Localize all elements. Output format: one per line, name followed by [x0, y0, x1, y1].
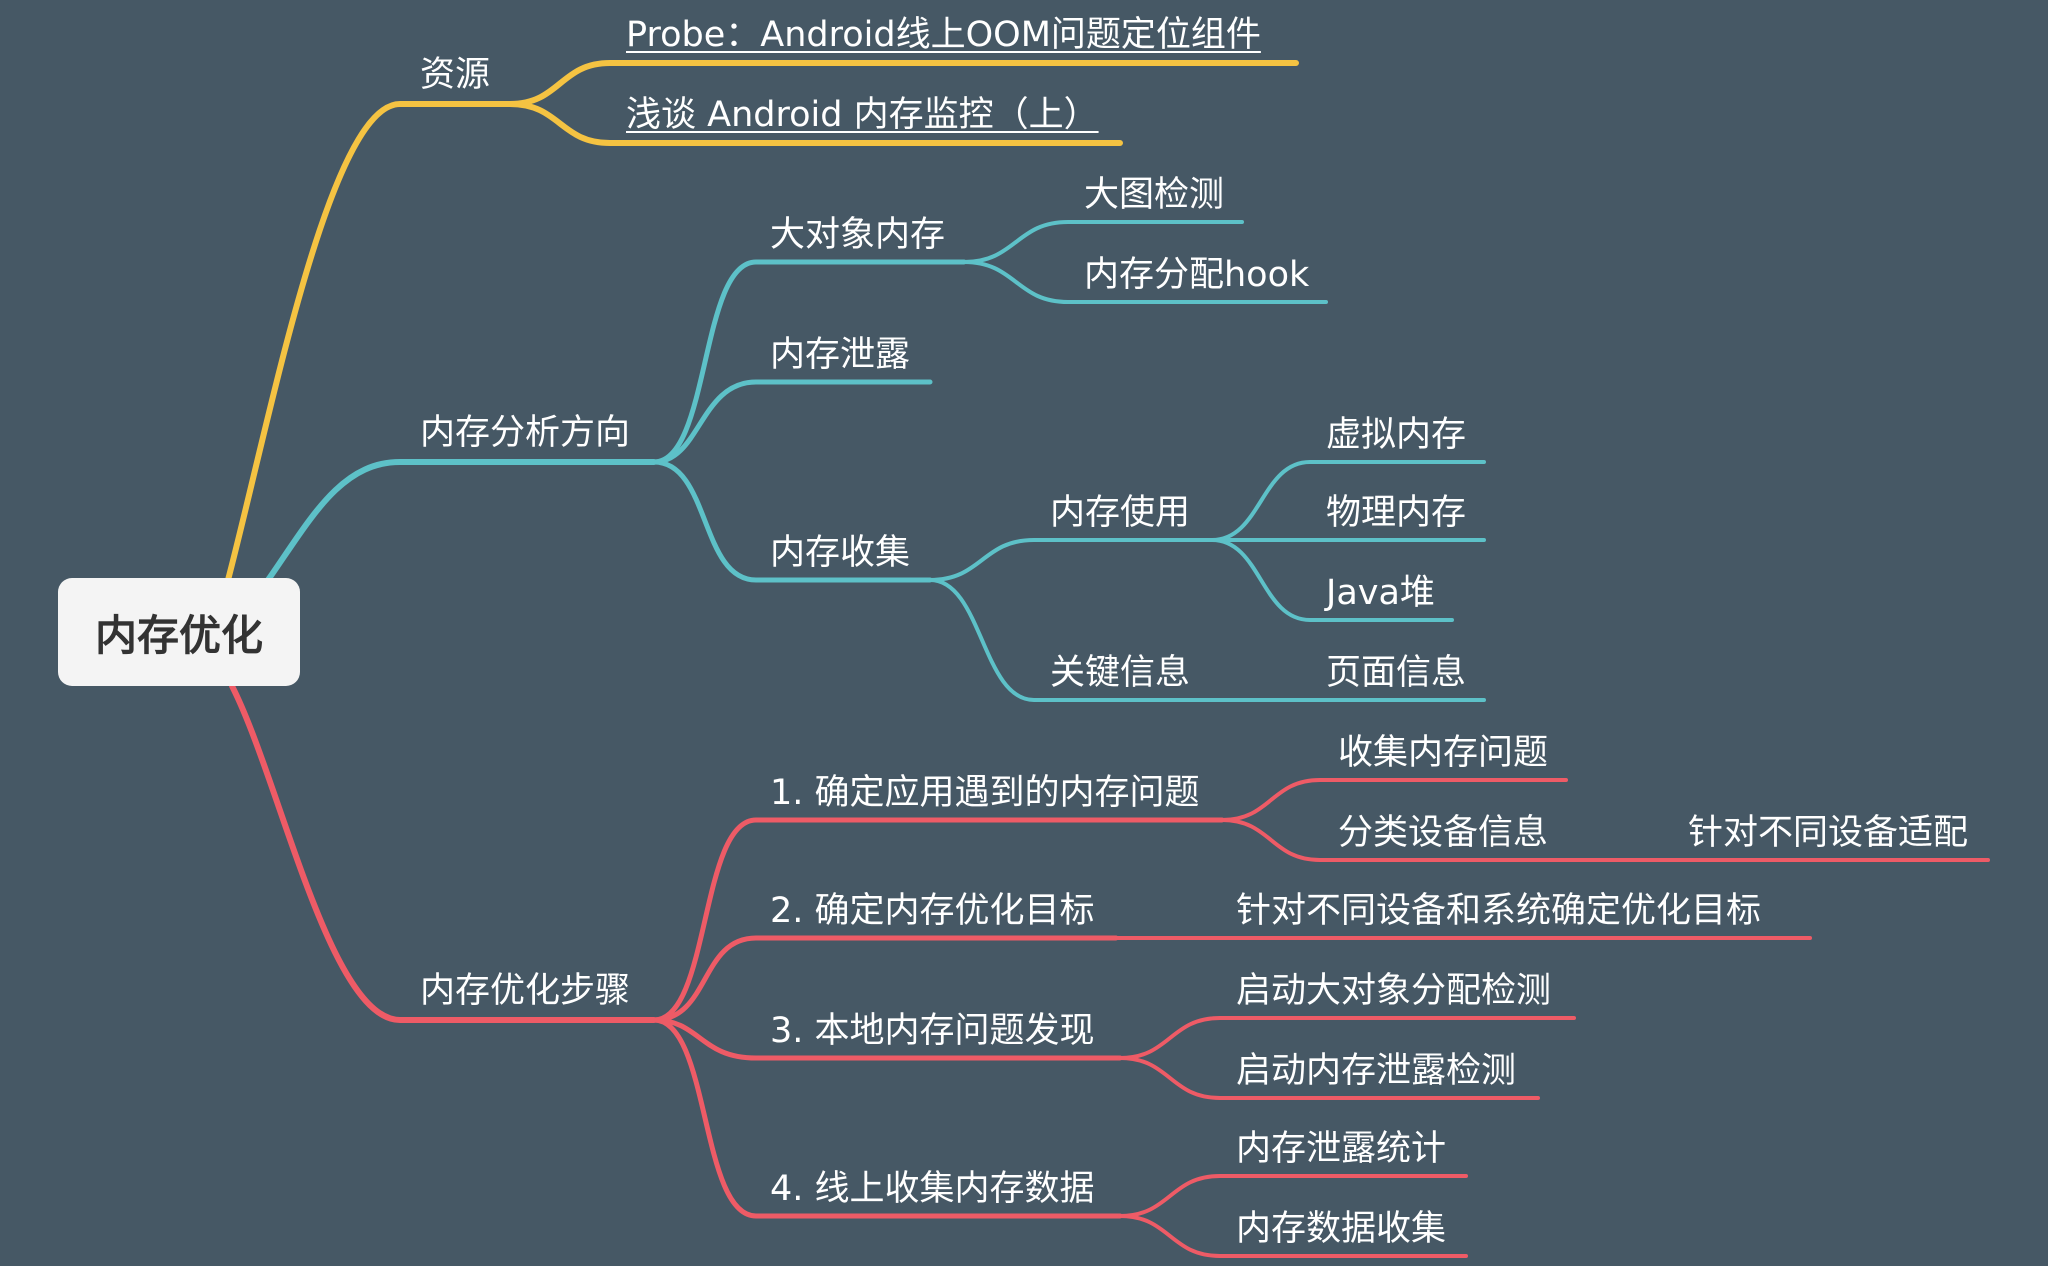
link-memory-monitor[interactable]: 浅谈 Android 内存监控（上） — [626, 95, 1099, 135]
node-collect-issues[interactable]: 收集内存问题 — [1338, 733, 1549, 773]
node-analysis[interactable]: 内存分析方向 — [420, 413, 631, 453]
node-leak-detect[interactable]: 启动内存泄露检测 — [1236, 1051, 1517, 1091]
link-resources-probe — [507, 60, 1299, 107]
node-step2[interactable]: 2. 确定内存优化目标 — [770, 891, 1095, 931]
link-resources-monitor — [507, 101, 1123, 146]
node-step4[interactable]: 4. 线上收集内存数据 — [770, 1169, 1095, 1209]
link-step1-classify — [1220, 818, 1568, 862]
link-step3-bigalloc — [1118, 1016, 1576, 1060]
link-steps-step3 — [651, 1017, 1123, 1061]
link-analysis-leak — [651, 379, 933, 465]
link-bigobject-hook — [962, 260, 1328, 304]
link-root-analysis — [265, 459, 657, 583]
node-alloc-hook[interactable]: 内存分配hook — [1084, 255, 1310, 295]
node-resources[interactable]: 资源 — [420, 55, 491, 95]
node-device-adapt[interactable]: 针对不同设备适配 — [1688, 813, 1969, 853]
link-collect-usage — [928, 538, 1214, 582]
node-physical-memory[interactable]: 物理内存 — [1326, 493, 1467, 533]
link-analysis-collect — [651, 459, 933, 583]
node-java-heap[interactable]: Java堆 — [1326, 573, 1435, 613]
node-key-info[interactable]: 关键信息 — [1050, 653, 1191, 693]
root-node[interactable]: 内存优化 — [58, 578, 300, 686]
link-root-resources — [225, 101, 513, 583]
node-data-collect[interactable]: 内存数据收集 — [1236, 1209, 1447, 1249]
link-steps-step1 — [651, 817, 1225, 1023]
node-collect[interactable]: 内存收集 — [770, 533, 911, 573]
node-big-object[interactable]: 大对象内存 — [770, 215, 946, 255]
node-step1[interactable]: 1. 确定应用遇到的内存问题 — [770, 773, 1200, 813]
link-probe[interactable]: Probe：Android线上OOM问题定位组件 — [626, 15, 1261, 55]
link-usage-javaheap — [1210, 538, 1454, 622]
node-targets[interactable]: 针对不同设备和系统确定优化目标 — [1236, 891, 1762, 931]
node-virtual-memory[interactable]: 虚拟内存 — [1326, 415, 1467, 455]
link-usage-virtual — [1210, 460, 1486, 542]
node-image-detect[interactable]: 大图检测 — [1084, 175, 1225, 215]
node-leak[interactable]: 内存泄露 — [770, 335, 911, 375]
node-big-alloc-detect[interactable]: 启动大对象分配检测 — [1236, 971, 1552, 1011]
link-step4-leakstats — [1118, 1174, 1468, 1218]
link-steps-step4 — [651, 1017, 1123, 1219]
link-analysis-bigobject — [651, 259, 967, 465]
link-step3-leak — [1118, 1056, 1540, 1100]
link-step4-datacollect — [1118, 1214, 1468, 1258]
link-collect-keyinfo — [928, 578, 1214, 702]
root-label: 内存优化 — [94, 610, 263, 660]
link-step1-issues — [1220, 778, 1568, 822]
node-leak-stats[interactable]: 内存泄露统计 — [1236, 1129, 1447, 1169]
node-page-info[interactable]: 页面信息 — [1326, 653, 1467, 693]
node-usage[interactable]: 内存使用 — [1050, 493, 1191, 533]
node-step3[interactable]: 3. 本地内存问题发现 — [770, 1011, 1095, 1051]
link-steps-step2 — [651, 935, 1119, 1023]
node-classify-devices[interactable]: 分类设备信息 — [1338, 813, 1549, 853]
link-root-steps — [229, 683, 657, 1023]
link-bigobject-image — [962, 220, 1244, 264]
node-steps[interactable]: 内存优化步骤 — [420, 971, 631, 1011]
